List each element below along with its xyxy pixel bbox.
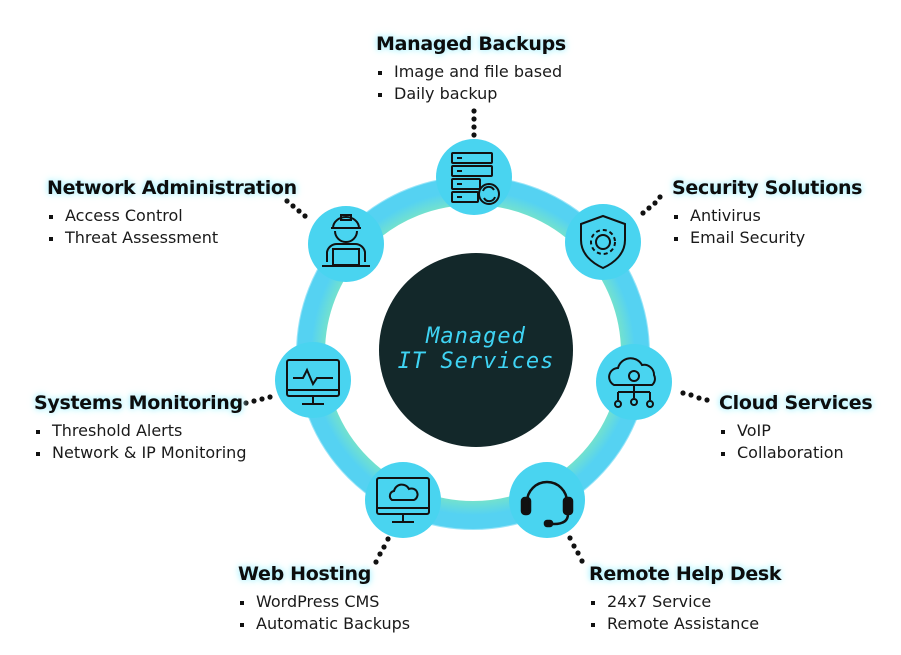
cloud-network-icon — [608, 357, 656, 408]
service-item: WordPress CMS — [238, 591, 410, 613]
center-label-line1: Managed — [425, 324, 526, 349]
service-title: Cloud Services — [719, 392, 873, 414]
service-title: Remote Help Desk — [589, 563, 782, 585]
service-item: Remote Assistance — [589, 613, 781, 635]
service-block-cloud-services: Cloud Services VoIP Collaboration — [719, 392, 873, 464]
center-label-line2: IT Services — [398, 349, 555, 374]
service-item: Antivirus — [672, 205, 862, 227]
service-item: Threat Assessment — [47, 227, 297, 249]
service-item: Daily backup — [376, 83, 566, 105]
shield-gear-icon — [580, 214, 626, 270]
service-item: Threshold Alerts — [34, 420, 246, 442]
service-block-network-administration: Network Administration Access Control Th… — [47, 177, 297, 249]
service-item: Access Control — [47, 205, 297, 227]
node-managed-backups — [436, 139, 512, 215]
service-title: Systems Monitoring — [34, 392, 243, 414]
node-security-solutions — [565, 204, 641, 280]
node-web-hosting — [365, 462, 441, 538]
service-title: Network Administration — [47, 177, 297, 199]
service-item: 24x7 Service — [589, 591, 781, 613]
headset-icon — [520, 480, 574, 528]
engineer-laptop-icon — [322, 214, 370, 267]
monitor-pulse-icon — [286, 359, 340, 405]
node-remote-help-desk — [509, 462, 585, 538]
service-block-remote-help-desk: Remote Help Desk 24x7 Service Remote Ass… — [589, 563, 782, 635]
service-title: Web Hosting — [238, 563, 372, 585]
service-title: Security Solutions — [672, 177, 863, 199]
connectors — [243, 108, 710, 565]
server-sync-icon — [451, 152, 500, 205]
service-block-systems-monitoring: Systems Monitoring Threshold Alerts Netw… — [34, 392, 246, 464]
service-item: Email Security — [672, 227, 862, 249]
service-item: Collaboration — [719, 442, 872, 464]
service-title: Managed Backups — [376, 33, 566, 55]
monitor-cloud-icon — [376, 477, 430, 523]
service-block-web-hosting: Web Hosting WordPress CMS Automatic Back… — [238, 563, 410, 635]
service-block-security-solutions: Security Solutions Antivirus Email Secur… — [672, 177, 862, 249]
node-systems-monitoring — [275, 342, 351, 418]
node-network-administration — [308, 206, 384, 282]
service-item: Network & IP Monitoring — [34, 442, 246, 464]
service-block-managed-backups: Managed Backups Image and file based Dai… — [376, 33, 566, 105]
service-item: Image and file based — [376, 61, 566, 83]
node-cloud-services — [596, 344, 672, 420]
service-item: Automatic Backups — [238, 613, 410, 635]
service-item: VoIP — [719, 420, 872, 442]
center-circle — [379, 253, 573, 447]
